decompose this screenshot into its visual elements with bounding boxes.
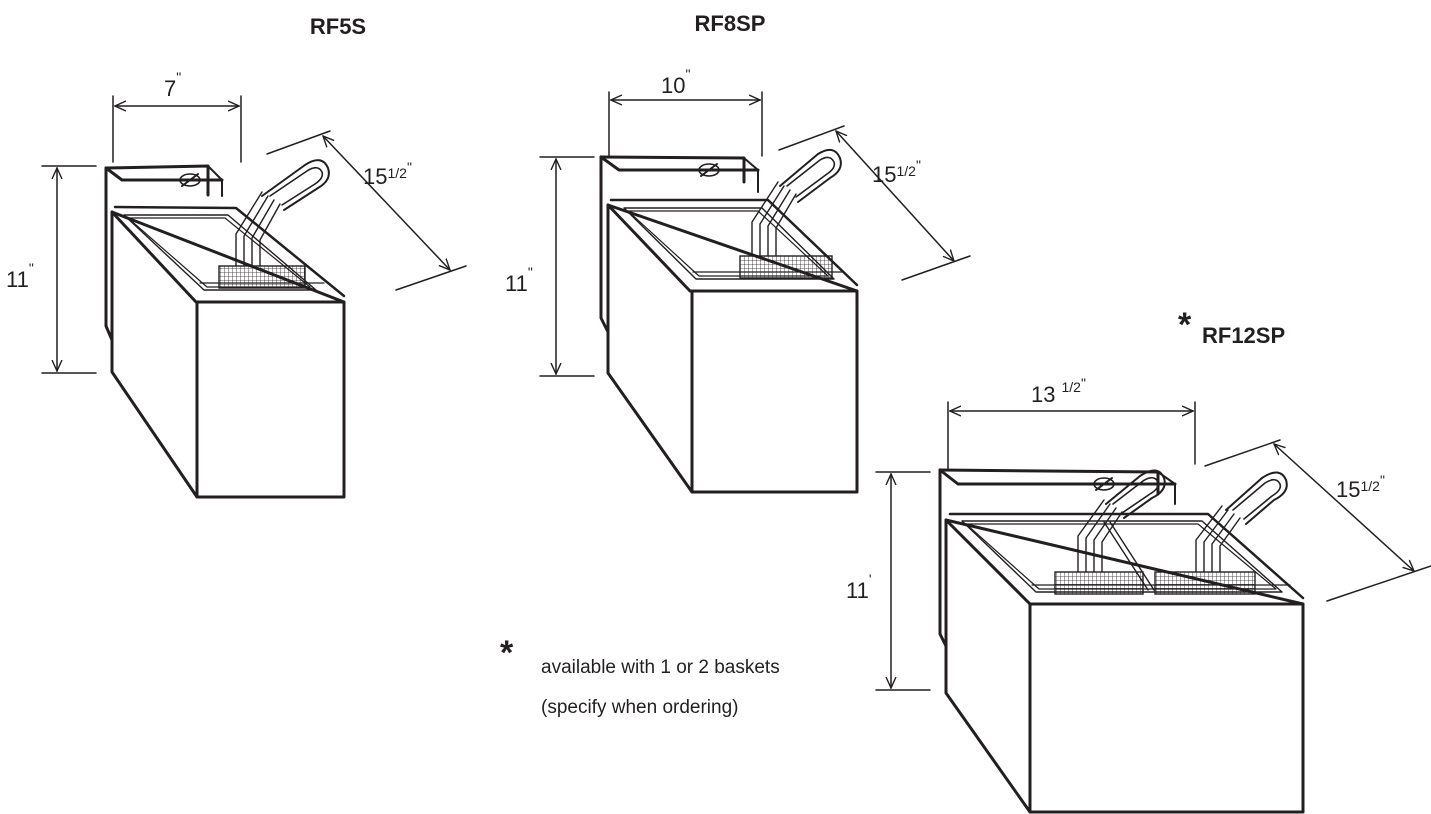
basket-rf8sp <box>739 148 842 279</box>
width-label-rf8sp: 10" <box>661 66 690 98</box>
depth-label-rf5s: 151/2" <box>363 159 412 189</box>
depth-dimension-rf8sp: 151/2" <box>778 125 971 281</box>
footnote-line-1: available with 1 or 2 baskets <box>541 657 780 678</box>
basket-rf12sp-right <box>1154 471 1288 595</box>
footnote-star: * <box>500 634 514 672</box>
height-dimension-rf12sp: 11' <box>846 471 931 691</box>
basket-rf12sp-left <box>1054 469 1166 595</box>
basket-rf5s <box>218 159 330 289</box>
fryer-rf8sp: RF8SP 10" 11" 151/2" <box>505 11 971 494</box>
width-dimension-rf8sp: 10" <box>608 66 763 157</box>
width-label-rf5s: 7" <box>164 69 181 101</box>
model-star-rf12sp: * <box>1178 306 1192 344</box>
depth-dimension-rf12sp: 151/2" <box>1204 439 1431 602</box>
height-dimension-rf8sp: 11" <box>505 156 595 377</box>
height-dimension-rf5s: 11" <box>6 165 97 374</box>
fryer-body-rf8sp <box>599 155 859 494</box>
width-dimension-rf5s: 7" <box>112 69 242 163</box>
fryer-body-rf5s <box>104 164 346 499</box>
basket-footnote: * available with 1 or 2 baskets (specify… <box>500 634 780 718</box>
model-title-rf5s: RF5S <box>310 14 366 39</box>
model-title-rf8sp: RF8SP <box>695 11 766 36</box>
height-label-rf5s: 11" <box>6 260 34 292</box>
footnote-line-2: (specify when ordering) <box>541 697 738 718</box>
height-label-rf8sp: 11" <box>505 264 533 296</box>
model-title-rf12sp: RF12SP <box>1202 323 1285 348</box>
fryer-rf5s: RF5S 7" 11" 151/2" <box>6 14 467 499</box>
depth-label-rf12sp: 151/2" <box>1336 472 1385 502</box>
depth-label-rf8sp: 151/2" <box>872 157 921 187</box>
height-label-rf12sp: 11' <box>846 571 872 603</box>
depth-dimension-rf5s: 151/2" <box>266 130 467 291</box>
